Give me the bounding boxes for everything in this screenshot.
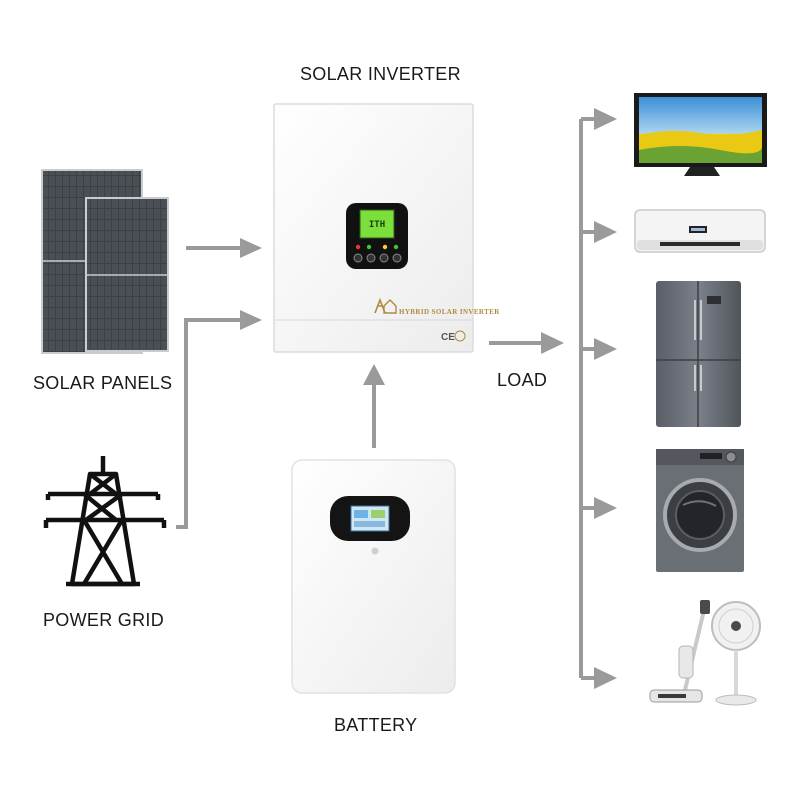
inverter-logo-text: HYBRID SOLAR INVERTER [399, 308, 500, 316]
air-conditioner-icon [634, 209, 766, 253]
power-grid-label: POWER GRID [43, 610, 165, 630]
inverter-lcd-text: ITH [369, 220, 385, 230]
battery-label: BATTERY [334, 715, 418, 735]
battery-screen [350, 505, 390, 532]
solar-inverter-image: ITH HYBRID SOLAR INVERTER CE [273, 103, 500, 353]
load-label: LOAD [497, 370, 548, 390]
tv-icon [634, 93, 767, 176]
solar-panels-image [41, 169, 169, 354]
arrow-grid-to-inverter [176, 318, 245, 529]
solar-panels-label: SOLAR PANELS [33, 373, 173, 393]
inverter-logo: HYBRID SOLAR INVERTER [374, 297, 500, 316]
vacuum-and-fan-icon [649, 600, 761, 706]
arrow-heads [240, 108, 617, 689]
battery-image [291, 459, 456, 694]
inverter-lcd [359, 209, 395, 239]
washing-machine-icon [656, 449, 744, 572]
inverter-label: SOLAR INVERTER [300, 64, 461, 84]
power-tower-icon [43, 456, 167, 587]
connectors [176, 117, 597, 680]
ce-mark: CE [441, 332, 455, 343]
refrigerator-icon [656, 281, 741, 427]
